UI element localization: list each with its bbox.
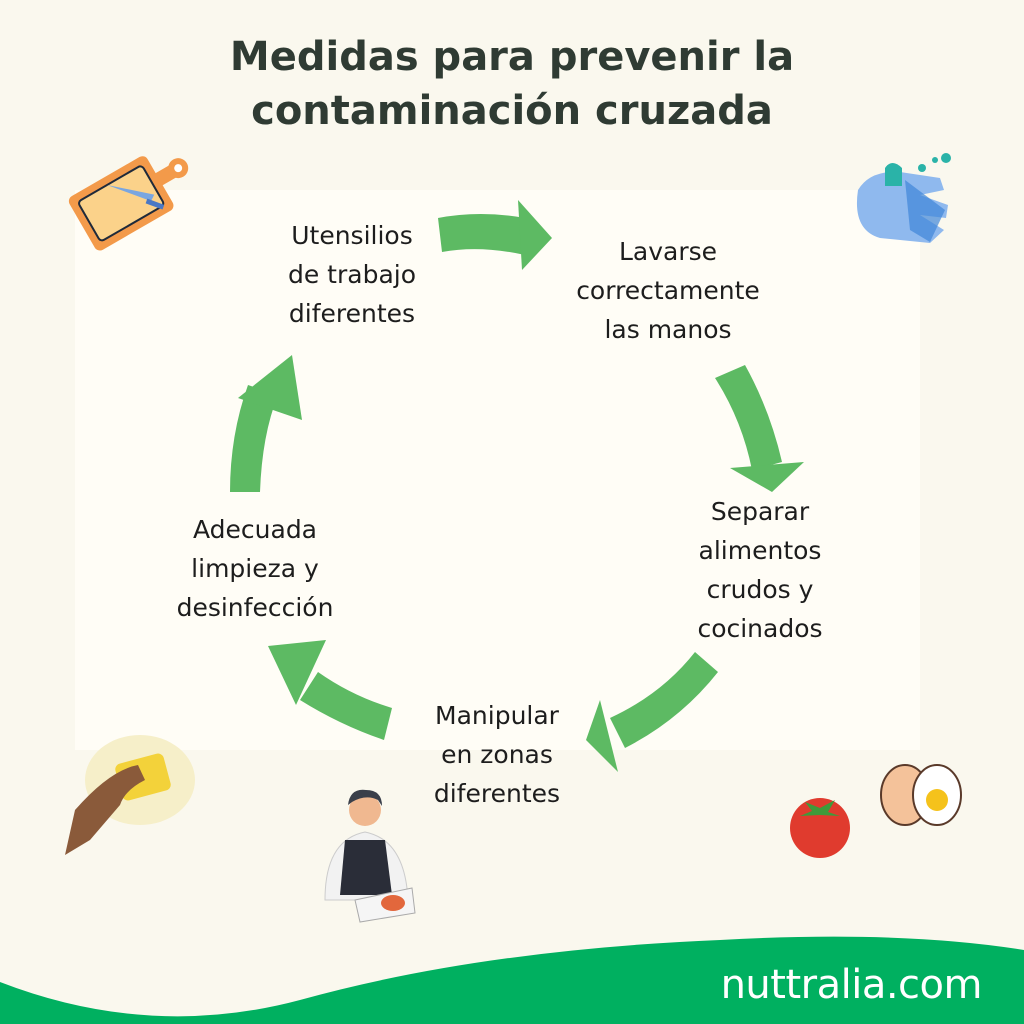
step-limpieza-desinfeccion: Adecuada limpieza y desinfección bbox=[177, 510, 334, 627]
step-text-line: Utensilios bbox=[291, 221, 413, 250]
cutting-board-icon bbox=[68, 156, 189, 251]
arrow-step5-to-step1 bbox=[230, 355, 302, 492]
step-text-line: las manos bbox=[604, 315, 732, 344]
step-utensilios: Utensilios de trabajo diferentes bbox=[288, 216, 416, 333]
arrow-step2-to-step3 bbox=[715, 365, 804, 492]
arrow-step4-to-step5 bbox=[268, 640, 392, 740]
step-text-line: Adecuada bbox=[192, 515, 318, 544]
step-text-line: Separar bbox=[710, 497, 810, 526]
step-separar-alimentos: Separar alimentos crudos y cocinados bbox=[697, 492, 822, 648]
chef-cutting-icon bbox=[324, 789, 416, 923]
step-text-line: correctamente bbox=[576, 276, 760, 305]
step-text-line: en zonas bbox=[441, 740, 553, 769]
step-text-line: desinfección bbox=[176, 593, 334, 622]
step-text-line: diferentes bbox=[288, 299, 416, 328]
footer-wave bbox=[0, 936, 1024, 1024]
step-text-line: diferentes bbox=[433, 779, 561, 808]
arrow-step1-to-step2 bbox=[438, 200, 552, 270]
title-line-2: contaminación cruzada bbox=[251, 88, 773, 134]
hand-washing-icon bbox=[856, 153, 951, 243]
tomato-egg-icon bbox=[790, 764, 962, 858]
step-lavarse-manos: Lavarse correctamente las manos bbox=[576, 232, 760, 349]
brand-footer: nuttralia.com bbox=[720, 962, 983, 1008]
step-text-line: Lavarse bbox=[618, 237, 718, 266]
step-text-line: Manipular bbox=[435, 701, 559, 730]
step-manipular-zonas: Manipular en zonas diferentes bbox=[434, 696, 560, 813]
title-line-1: Medidas para prevenir la bbox=[229, 34, 795, 80]
step-text-line: cocinados bbox=[697, 614, 823, 643]
step-text-line: crudos y bbox=[706, 575, 814, 604]
step-text-line: alimentos bbox=[698, 536, 822, 565]
page-title: Medidas para prevenir la contaminación c… bbox=[0, 30, 1024, 138]
step-text-line: limpieza y bbox=[191, 554, 319, 583]
arrow-step3-to-step4 bbox=[586, 652, 718, 772]
step-text-line: de trabajo bbox=[287, 260, 417, 289]
sponge-cleaning-icon bbox=[65, 735, 195, 855]
